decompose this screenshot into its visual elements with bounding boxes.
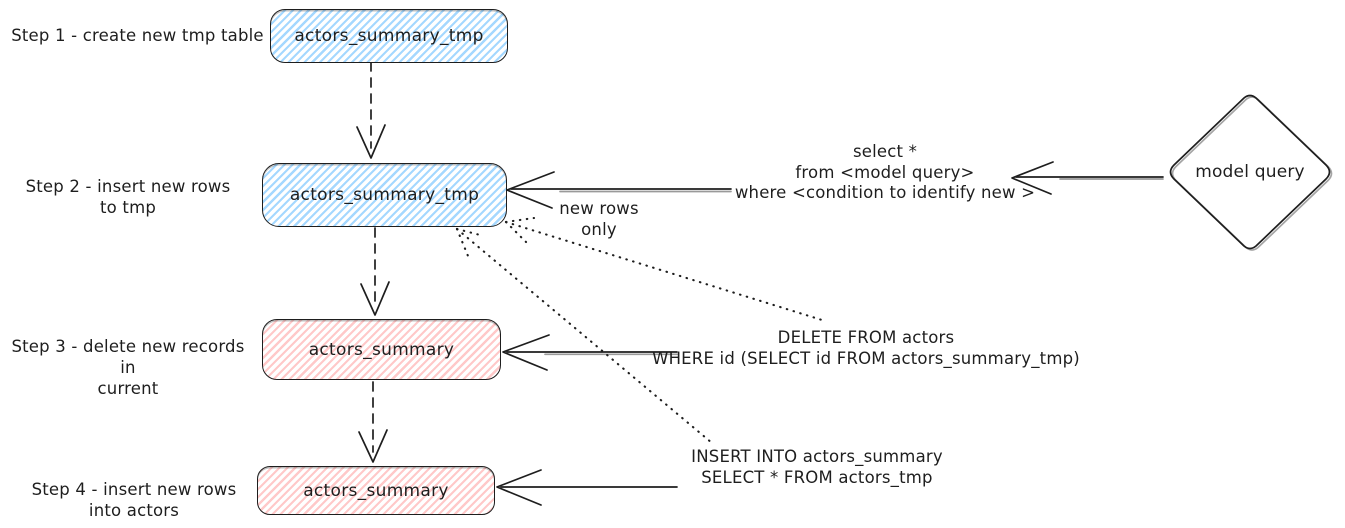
step4-label: Step 4 - insert new rows into actors [28, 479, 240, 521]
label-line: Step 4 - insert new rows [31, 480, 237, 499]
dotted-link-delete-to-tmp [504, 216, 824, 322]
label-line: to tmp [99, 198, 157, 217]
arrow-modelquery-to-select [1011, 161, 1164, 195]
step3-node: actors_summary [262, 319, 501, 380]
step3-node-label: actors_summary [308, 339, 455, 360]
new-rows-only-label: new rows only [559, 199, 639, 239]
step2-label: Step 2 - insert new rows to tmp [22, 176, 234, 218]
model-query-diamond [1169, 94, 1333, 251]
label-line: into actors [88, 501, 180, 520]
arrow-step2-to-step3 [360, 227, 390, 316]
insert-query-text: INSERT INTO actors_summary SELECT * FROM… [691, 447, 943, 487]
arrow-insert-to-step4 [496, 469, 678, 506]
arrow-newrows-to-step2 [506, 171, 732, 209]
arrow-step3-to-step4 [358, 381, 388, 463]
select-query-text: select * from <model query> where <condi… [734, 142, 1036, 202]
step1-node-label: actors_summary_tmp [294, 26, 484, 46]
arrow-delete-to-step3 [502, 334, 678, 371]
step2-node: actors_summary_tmp [262, 163, 507, 227]
label-line: Step 3 - delete new records in [11, 337, 245, 377]
label-line: Step 1 - create new tmp table [11, 26, 264, 45]
arrow-step1-to-step2 [356, 61, 386, 159]
model-query-label: model query [1195, 162, 1305, 182]
step4-node-label: actors_summary [303, 480, 449, 501]
step1-label: Step 1 - create new tmp table [10, 25, 265, 46]
label-line: Step 2 - insert new rows [25, 177, 231, 196]
step1-node: actors_summary_tmp [270, 9, 508, 63]
step4-node: actors_summary [257, 466, 495, 515]
label-line: current [97, 379, 159, 398]
step2-node-label: actors_summary_tmp [289, 185, 480, 205]
dotted-link-insert-to-tmp [455, 227, 714, 445]
delete-query-text: DELETE FROM actors WHERE id (SELECT id F… [652, 328, 1080, 368]
step3-label: Step 3 - delete new records in current [6, 336, 250, 399]
